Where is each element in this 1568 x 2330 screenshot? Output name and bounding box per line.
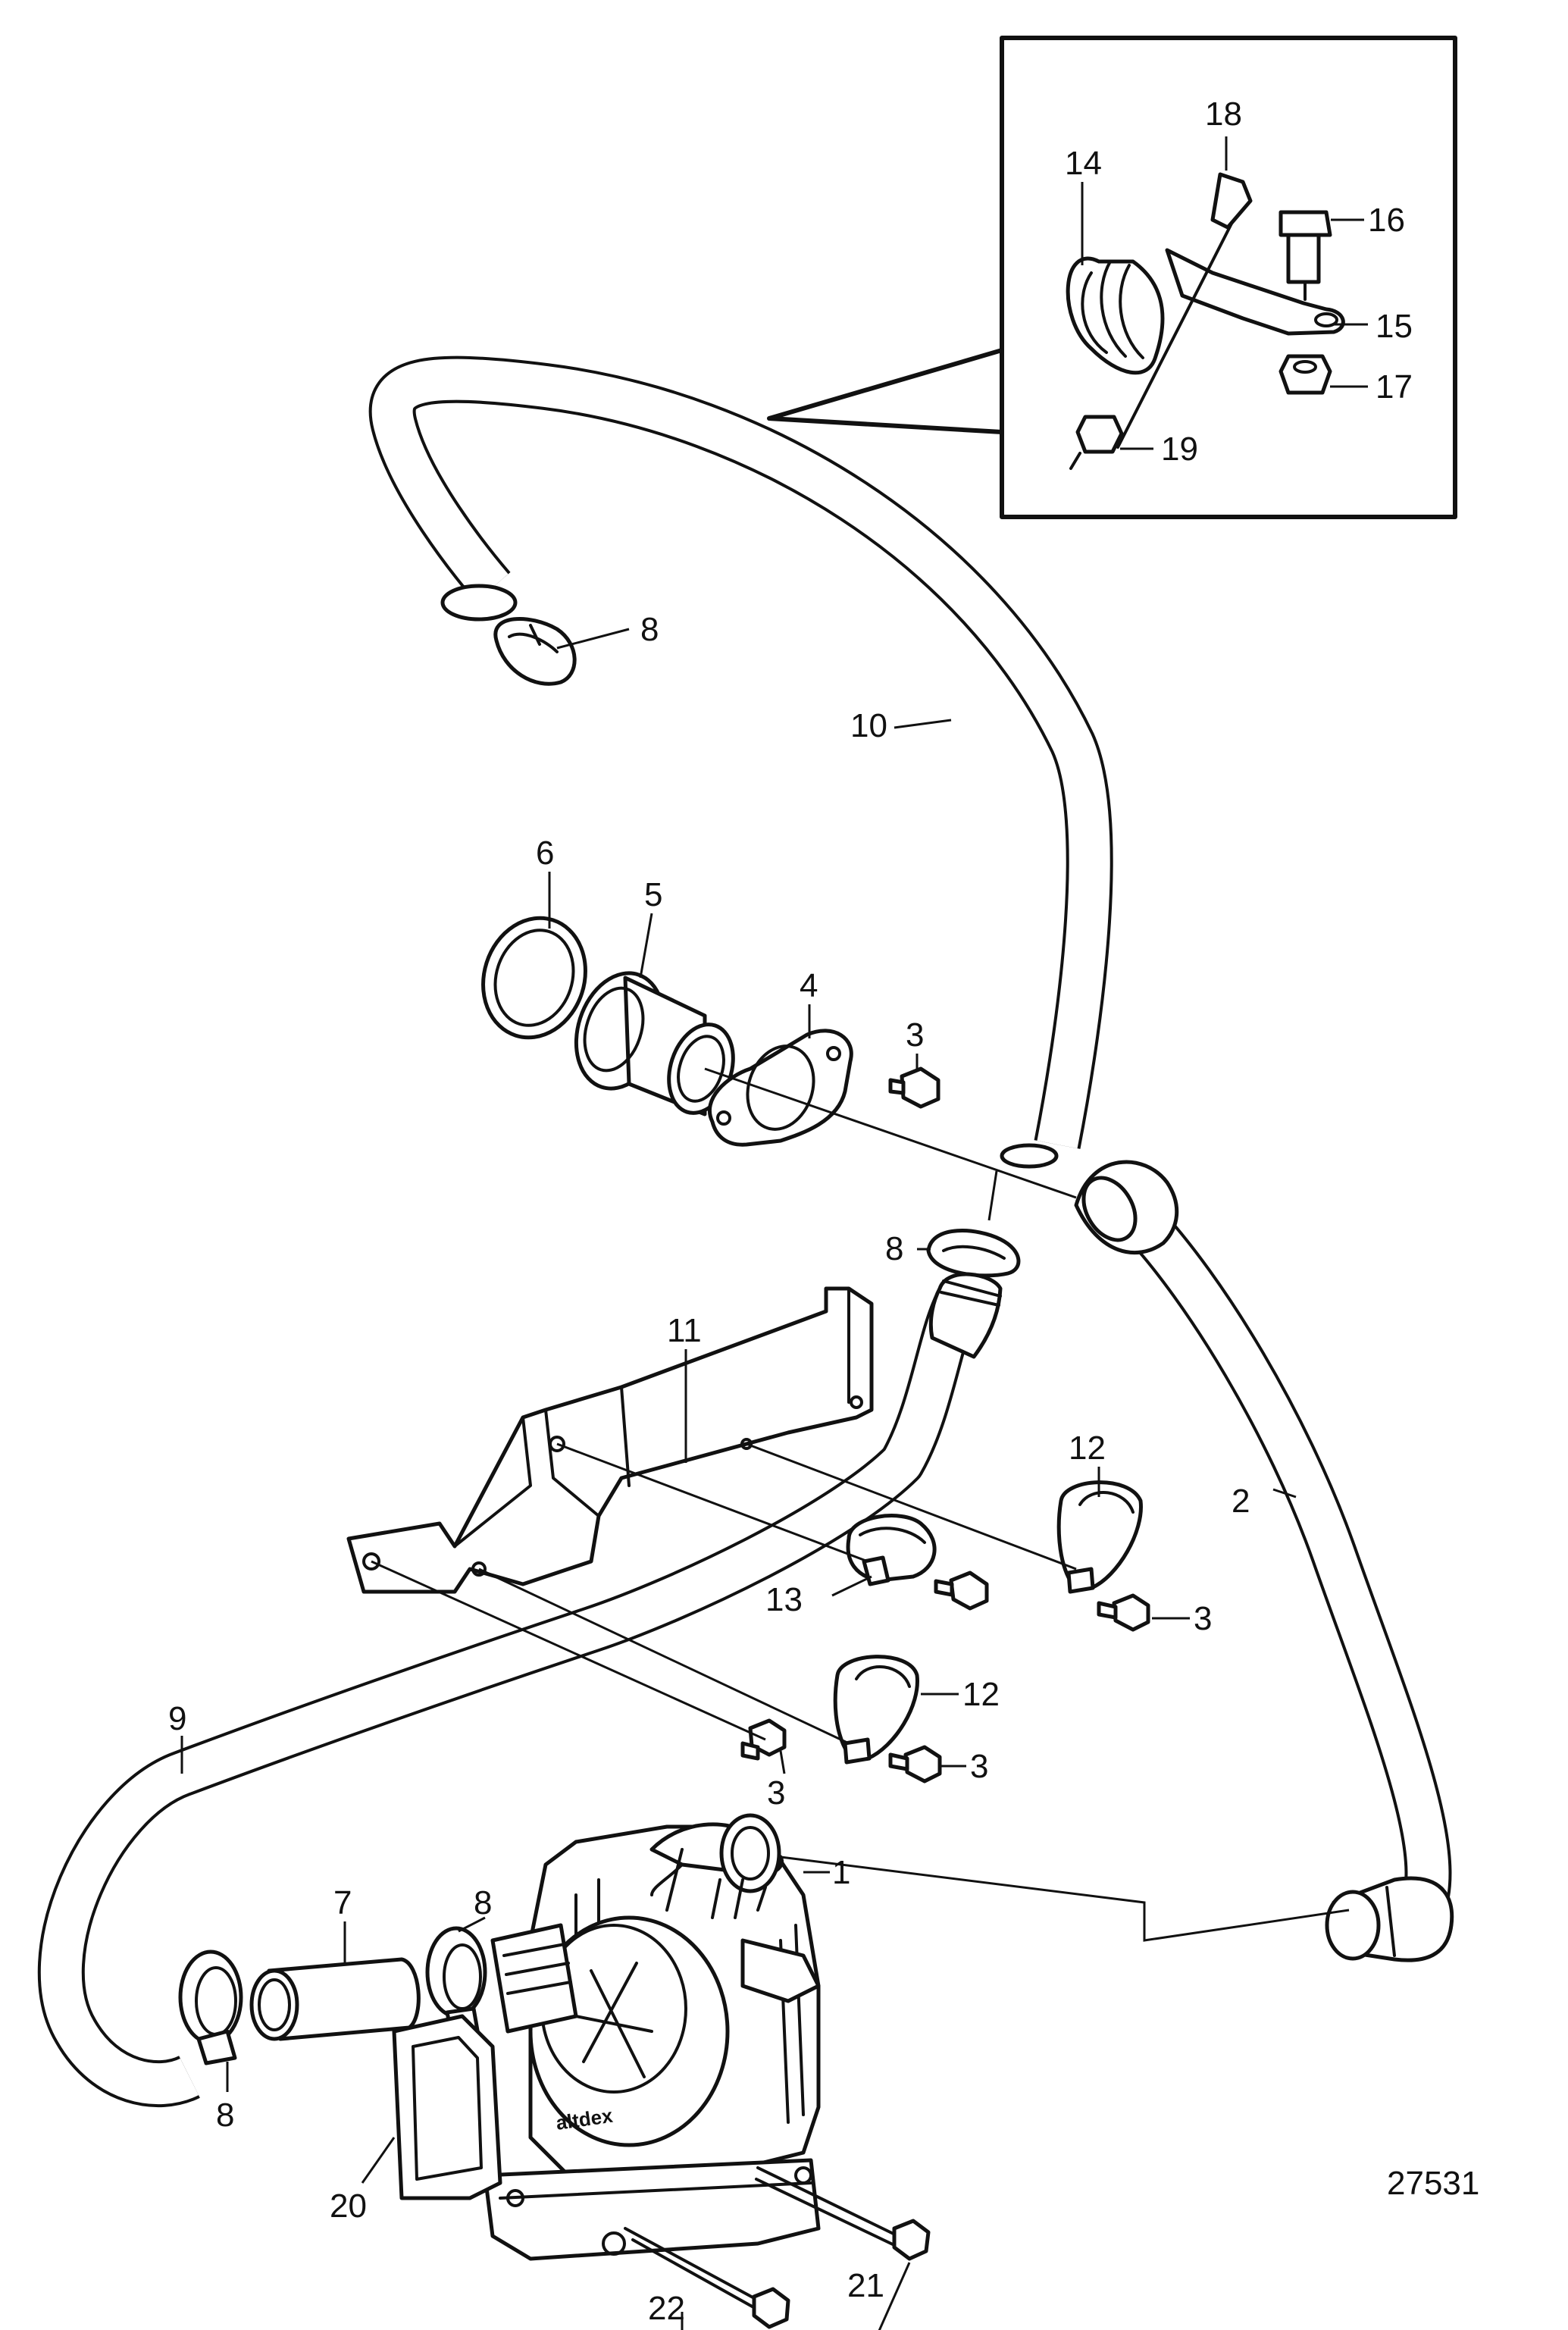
air-inlet-filter bbox=[490, 1923, 578, 2034]
inset-bolt-16 bbox=[1278, 210, 1332, 301]
hose-9 bbox=[37, 1272, 1003, 2108]
label-22: 22 bbox=[648, 2290, 685, 2327]
callout-labels: 18 14 16 15 17 19 8 10 6 5 4 3 8 11 12 2… bbox=[168, 96, 1479, 2327]
inset-detail bbox=[767, 36, 1457, 519]
hose-7 bbox=[249, 1957, 421, 2041]
label-1: 1 bbox=[832, 1854, 850, 1891]
bolt-low bbox=[740, 1718, 787, 1761]
hose-clamp-8-left bbox=[178, 1949, 243, 2065]
clamp-12-mid bbox=[833, 1655, 919, 1765]
label-8-low: 8 bbox=[474, 1884, 492, 1921]
inset-nut-19 bbox=[1069, 415, 1124, 470]
clamp-12-top bbox=[1056, 1480, 1143, 1594]
label-13: 13 bbox=[765, 1581, 803, 1618]
label-6: 6 bbox=[536, 835, 554, 872]
bolt-3-top bbox=[888, 1066, 940, 1109]
hose-clamp-8-top bbox=[493, 617, 577, 686]
label-11: 11 bbox=[667, 1312, 702, 1349]
label-4: 4 bbox=[800, 967, 818, 1004]
label-3-mid: 3 bbox=[970, 1748, 988, 1785]
label-14: 14 bbox=[1065, 145, 1102, 182]
o-ring-6 bbox=[481, 916, 587, 1040]
label-20: 20 bbox=[330, 2188, 367, 2225]
label-8-top: 8 bbox=[640, 611, 659, 648]
gasket-20 bbox=[392, 2014, 502, 2200]
label-8-bottom: 8 bbox=[216, 2097, 234, 2134]
leader-lines bbox=[180, 628, 1297, 2330]
label-5: 5 bbox=[644, 876, 662, 913]
label-3-right: 3 bbox=[1194, 1600, 1212, 1637]
inset-hose-clamp bbox=[1066, 256, 1165, 375]
label-15: 15 bbox=[1376, 308, 1413, 345]
label-9: 9 bbox=[168, 1700, 186, 1737]
label-3-top: 3 bbox=[906, 1016, 924, 1054]
hose-2 bbox=[1074, 1160, 1454, 1962]
label-12-mid: 12 bbox=[962, 1676, 1000, 1713]
label-18: 18 bbox=[1205, 96, 1242, 133]
bolt-22 bbox=[624, 2227, 790, 2329]
inset-nut-17 bbox=[1278, 354, 1332, 395]
hose-clamp-8-mid bbox=[926, 1229, 1021, 1278]
figure-number: 27531 bbox=[1387, 2165, 1479, 2202]
label-19: 19 bbox=[1161, 431, 1198, 468]
hose-10 bbox=[368, 355, 1113, 1169]
bolt-right bbox=[1097, 1593, 1150, 1632]
bolt-mid-right bbox=[888, 1745, 942, 1784]
label-10: 10 bbox=[850, 707, 887, 744]
clamp-13 bbox=[846, 1514, 937, 1586]
bolt-near-13 bbox=[934, 1571, 989, 1611]
label-16: 16 bbox=[1368, 202, 1405, 239]
label-21: 21 bbox=[847, 2267, 884, 2304]
label-17: 17 bbox=[1376, 368, 1413, 406]
label-8-mid: 8 bbox=[885, 1230, 903, 1267]
label-2: 2 bbox=[1232, 1483, 1250, 1520]
label-12-top: 12 bbox=[1069, 1430, 1106, 1467]
pipe-adapter-5 bbox=[574, 971, 735, 1116]
bolt-21 bbox=[755, 2166, 931, 2261]
label-3-low: 3 bbox=[767, 1774, 785, 1812]
inset-bolt-18 bbox=[1116, 172, 1253, 449]
inset-bracket bbox=[1165, 248, 1345, 336]
compressor-1: altdex bbox=[483, 1813, 821, 2261]
label-7: 7 bbox=[333, 1884, 352, 1921]
